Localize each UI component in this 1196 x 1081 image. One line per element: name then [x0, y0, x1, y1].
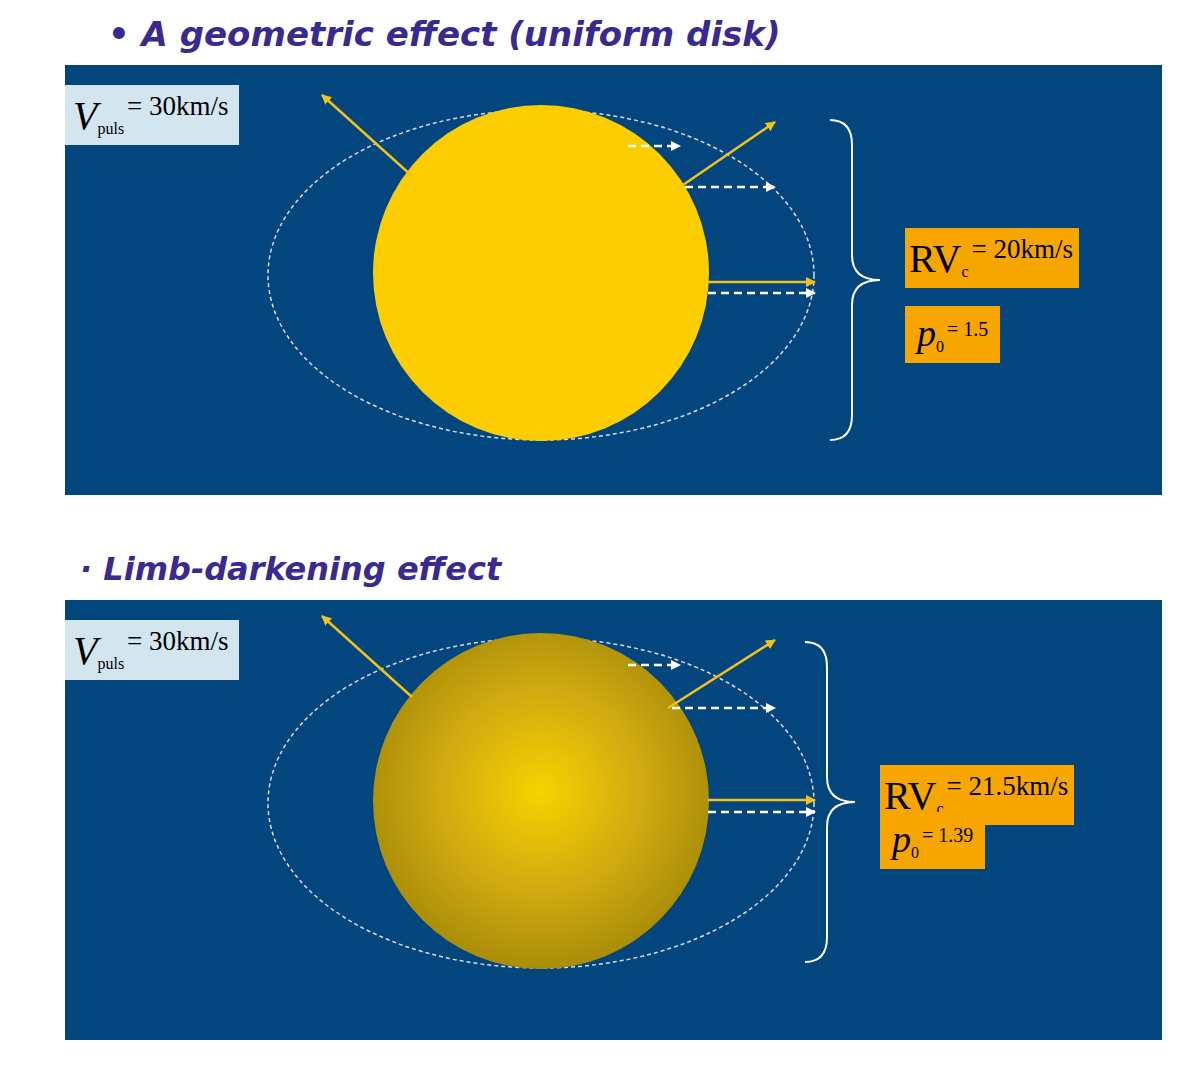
projection-arrow: [708, 811, 815, 814]
value-text: = 20km/s: [971, 234, 1073, 264]
section-heading: · Limb-darkening effect: [80, 550, 501, 588]
value-text: = 30km/s: [127, 626, 229, 656]
subscript: c: [961, 263, 968, 280]
symbol: V: [73, 628, 97, 673]
projection-arrow: [685, 186, 775, 189]
value-text: = 30km/s: [127, 91, 229, 121]
value-text: = 1.5: [947, 318, 988, 340]
subscript: 0: [911, 844, 919, 861]
brace: [830, 120, 880, 440]
symbol: p: [917, 312, 936, 354]
result-box: RVc= 20km/s: [905, 228, 1079, 288]
symbol: RV: [884, 773, 936, 818]
symbol: RV: [909, 236, 961, 281]
velocity-box: Vpuls= 30km/s: [65, 620, 239, 680]
symbol: p: [892, 818, 911, 860]
subscript: puls: [97, 655, 124, 672]
projection-arrow: [628, 664, 680, 667]
velocity-arrow: [680, 122, 775, 187]
brace: [805, 642, 855, 962]
result-box: p0= 1.5: [905, 306, 1000, 363]
panel: [65, 600, 1162, 1040]
limb-darkened-disk: [373, 633, 709, 969]
projection-arrow: [628, 145, 680, 148]
projection-arrow: [672, 707, 775, 710]
value-text: = 1.39: [922, 824, 973, 846]
section-heading: • A geometric effect (uniform disk): [108, 14, 780, 54]
velocity-box: Vpuls= 30km/s: [65, 85, 239, 145]
subscript: 0: [936, 338, 944, 355]
velocity-arrow: [708, 799, 815, 802]
value-text: = 21.5km/s: [946, 771, 1068, 801]
result-box: p0= 1.39: [880, 812, 985, 869]
symbol: V: [73, 93, 97, 138]
subscript: puls: [97, 120, 124, 137]
projection-arrow: [708, 292, 815, 295]
velocity-arrow: [322, 616, 412, 697]
panel: [65, 65, 1162, 495]
velocity-arrow: [668, 640, 775, 708]
velocity-arrow: [708, 281, 815, 284]
velocity-arrow: [322, 95, 412, 176]
uniform-disk: [373, 105, 709, 441]
